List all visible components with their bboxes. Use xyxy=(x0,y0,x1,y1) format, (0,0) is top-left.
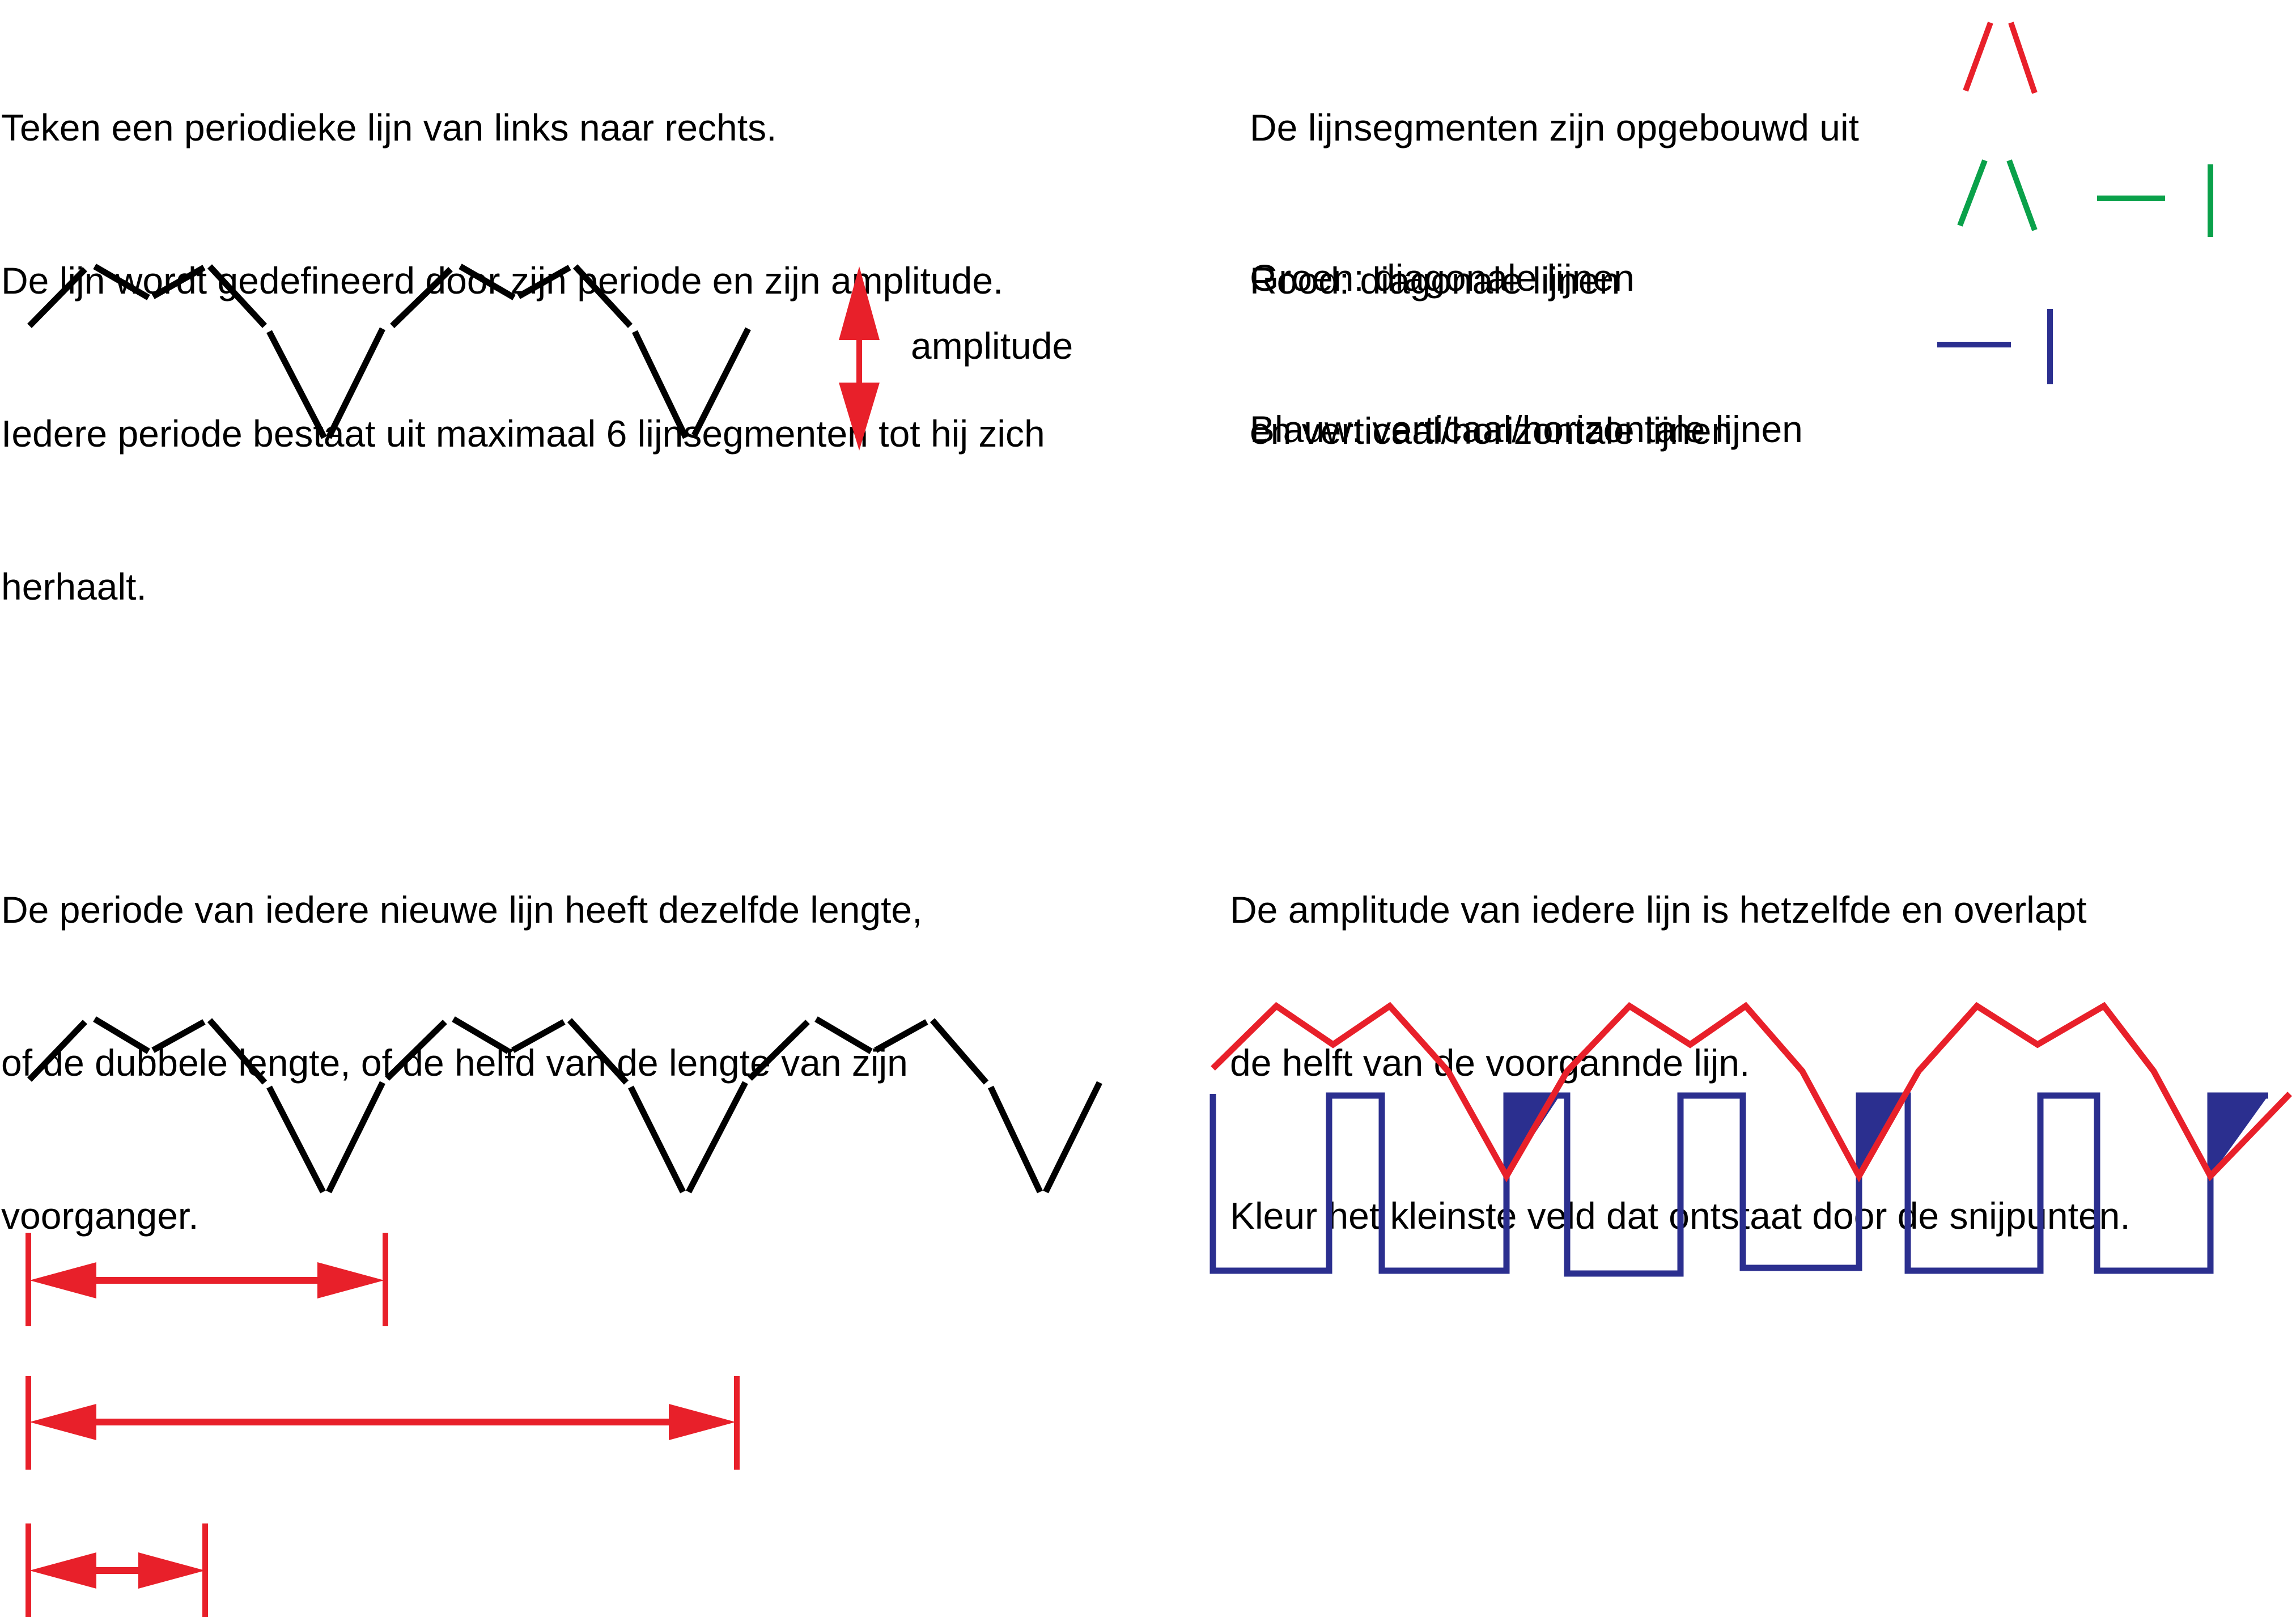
amplitude-label: amplitude xyxy=(911,325,1073,367)
amplitude-arrow-icon xyxy=(839,266,880,451)
period-arrow-half xyxy=(26,1523,208,1617)
legend-blue: Blauw: verticaal/horizontale lijnen xyxy=(1250,408,1803,450)
legend-red-sample xyxy=(1963,22,2038,94)
red-periodic-line xyxy=(1211,1001,2292,1183)
intro-line-1: Teken een periodieke lijn van links naar… xyxy=(1,107,777,148)
legend-green-line-2: en verticaal/horizontale lijnen xyxy=(1250,410,1733,452)
blue-square-wave xyxy=(1209,1092,2268,1277)
periodic-line-bottom xyxy=(27,1016,1102,1194)
legend-red: Rood: diagonale lijnen xyxy=(1250,260,1620,302)
legend-text: De lijnsegmenten zijn opgebouwd uit Rood… xyxy=(1250,0,1859,357)
intro-line-2: De lijn wordt gedefineerd door zijn peri… xyxy=(1,260,1004,302)
legend-green-text: Groen: diagonale lijnen en verticaal/hor… xyxy=(1250,150,1732,507)
smallest-field-fills xyxy=(1506,1096,2268,1176)
legend-heading: De lijnsegmenten zijn opgebouwd uit xyxy=(1250,107,1860,148)
legend-green-line-1: Groen: diagonale lijnen xyxy=(1250,257,1635,299)
period-arrow-double xyxy=(26,1376,740,1470)
intro-line-4: herhaalt. xyxy=(1,566,147,608)
overlap-rule-text: De amplitude van iedere lijn is hetzelfd… xyxy=(1230,782,2131,1292)
legend-green-sample xyxy=(1957,159,2213,237)
overlap-rule-line-1: De amplitude van iedere lijn is hetzelfd… xyxy=(1230,889,2087,931)
period-rule-line-3: voorganger. xyxy=(1,1195,199,1237)
period-rule-line-1: De periode van iedere nieuwe lijn heeft … xyxy=(1,889,923,931)
intro-text: Teken een periodieke lijn van links naar… xyxy=(1,0,1045,663)
legend-blue-text: Blauw: verticaal/horizontale lijnen xyxy=(1250,302,1803,506)
period-arrow-same xyxy=(26,1233,388,1326)
periodic-line-top xyxy=(27,264,751,439)
legend-blue-sample xyxy=(1937,309,2053,384)
